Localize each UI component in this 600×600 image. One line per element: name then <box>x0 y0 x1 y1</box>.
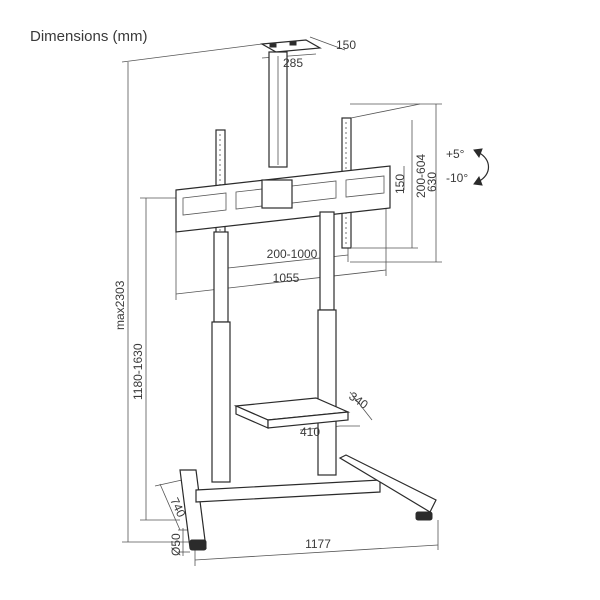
top-plate <box>260 39 322 53</box>
dim-wheel-diameter: Ø50 <box>169 533 183 556</box>
telescopic-columns <box>211 211 337 483</box>
base-frame <box>179 454 437 551</box>
dimension-labels: 150 285 200-604 150 630 +5° -10° 200-100… <box>113 38 468 556</box>
dim-bracket-width: 1055 <box>273 271 300 285</box>
central-mast <box>268 51 288 168</box>
dim-vesa-horizontal: 200-1000 <box>267 247 318 261</box>
dim-shelf-width: 410 <box>300 425 320 439</box>
dimension-lines <box>121 36 442 566</box>
shelf <box>233 397 351 429</box>
dim-bracket-height: 150 <box>393 174 407 194</box>
dim-top-plate-depth: 150 <box>336 38 356 52</box>
dim-top-plate-width: 285 <box>283 56 303 70</box>
dim-arm-height: 630 <box>425 172 439 192</box>
horizontal-bracket <box>175 165 391 233</box>
dim-tilt-up: +5° <box>446 147 465 161</box>
dim-height-range: 1180-1630 <box>131 343 145 400</box>
tilt-arrow-icon <box>473 148 490 186</box>
dim-tilt-down: -10° <box>446 171 468 185</box>
dim-vesa-vertical: 200-604 <box>414 154 428 198</box>
dim-max-height: max2303 <box>113 280 127 330</box>
diagram-title: Dimensions (mm) <box>30 28 148 45</box>
dim-base-width: 1177 <box>305 537 331 551</box>
